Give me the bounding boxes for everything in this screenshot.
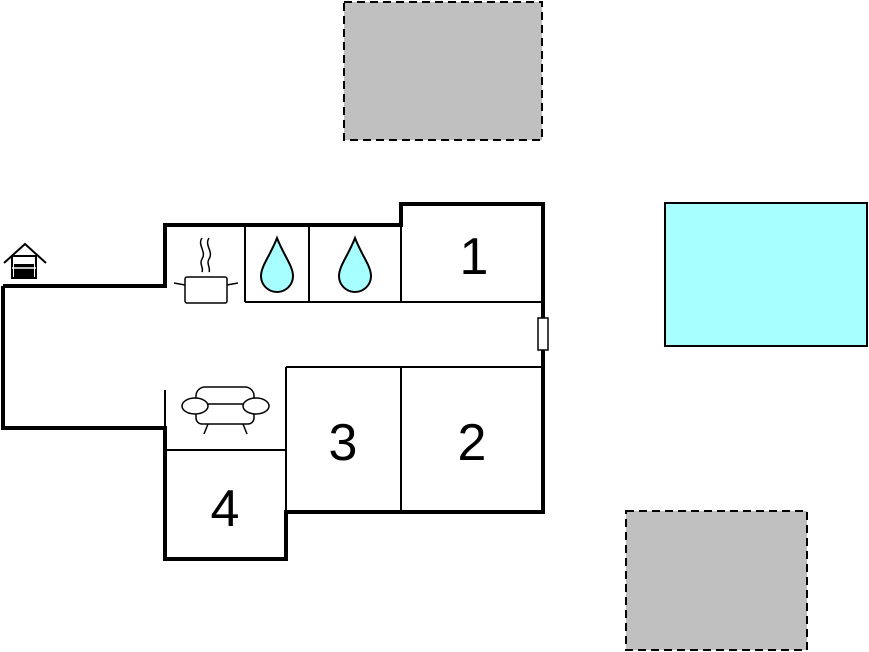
armchair-icon [181,386,270,435]
cooking-pot-icon [173,237,239,304]
pool [664,202,868,347]
water-drop-icon [259,235,295,293]
terrace-bottom [625,510,808,651]
exterior-walls [1,202,545,561]
room-label-4: 4 [211,480,240,538]
room-label-2: 2 [458,414,487,472]
house-entrance-icon [3,242,47,279]
door-marker [537,317,549,351]
room-label-1: 1 [460,228,489,286]
terrace-top [343,1,543,141]
water-drop-icon [337,235,373,293]
room-label-3: 3 [329,414,358,472]
